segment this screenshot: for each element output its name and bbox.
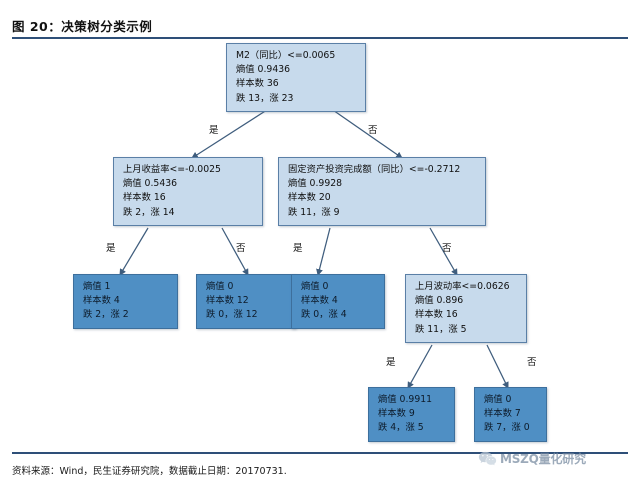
edge-left-to-leaf1 bbox=[119, 227, 149, 276]
edge-label-vol-yes: 是 bbox=[386, 357, 396, 368]
edge-label-root-yes: 是 bbox=[209, 125, 219, 136]
footer-divider bbox=[12, 452, 628, 454]
tree-leaf-4[interactable]: 熵值 0.9911 样本数 9 跌 4，涨 5 bbox=[368, 387, 455, 442]
node-counts: 跌 11，涨 5 bbox=[415, 323, 467, 335]
edge-label-root-no: 否 bbox=[368, 125, 378, 136]
tree-node-volatility[interactable]: 上月波动率<=0.0626 熵值 0.896 样本数 16 跌 11，涨 5 bbox=[405, 274, 527, 343]
watermark-text: MSZQ量化研究 bbox=[500, 452, 586, 466]
node-samples: 样本数 36 bbox=[236, 78, 279, 90]
node-condition: 上月收益率<=-0.0025 bbox=[123, 164, 221, 175]
edge-right-to-leaf3 bbox=[316, 227, 331, 276]
node-samples: 样本数 20 bbox=[288, 192, 331, 204]
tree-node-right[interactable]: 固定资产投资完成额（同比）<=-0.2712 熵值 0.9928 样本数 20 … bbox=[278, 157, 486, 226]
node-samples: 样本数 4 bbox=[301, 295, 338, 307]
node-entropy: 熵值 1 bbox=[83, 281, 111, 292]
node-samples: 样本数 9 bbox=[378, 408, 415, 420]
tree-leaf-3[interactable]: 熵值 0 样本数 4 跌 0，涨 4 bbox=[291, 274, 385, 329]
source-note: 资料来源：Wind，民生证券研究院，数据截止日期：20170731. bbox=[12, 466, 287, 477]
node-counts: 跌 11，涨 9 bbox=[288, 206, 340, 218]
node-counts: 跌 4，涨 5 bbox=[378, 422, 424, 434]
node-condition: 上月波动率<=0.0626 bbox=[415, 281, 510, 292]
edge-root-to-left bbox=[191, 107, 271, 159]
decision-tree-diagram: M2（同比）<=0.0065 熵值 0.9436 样本数 36 跌 13，涨 2… bbox=[0, 40, 640, 450]
edge-label-vol-no: 否 bbox=[527, 357, 537, 368]
tree-node-root[interactable]: M2（同比）<=0.0065 熵值 0.9436 样本数 36 跌 13，涨 2… bbox=[226, 43, 366, 112]
edge-root-to-right bbox=[329, 107, 403, 159]
tree-leaf-5[interactable]: 熵值 0 样本数 7 跌 7，涨 0 bbox=[474, 387, 547, 442]
edge-label-left-no: 否 bbox=[236, 243, 246, 254]
node-samples: 样本数 16 bbox=[415, 309, 458, 321]
edge-label-left-yes: 是 bbox=[106, 243, 116, 254]
edge-label-right-no: 否 bbox=[442, 243, 452, 254]
node-condition: 固定资产投资完成额（同比）<=-0.2712 bbox=[288, 164, 461, 175]
tree-edge-layer bbox=[119, 107, 509, 389]
node-entropy: 熵值 0.9911 bbox=[378, 394, 433, 405]
node-counts: 跌 13，涨 23 bbox=[236, 92, 294, 104]
node-entropy: 熵值 0 bbox=[206, 281, 234, 292]
node-counts: 跌 7，涨 0 bbox=[484, 422, 530, 434]
node-counts: 跌 0，涨 12 bbox=[206, 309, 258, 321]
edge-vol-to-leaf4 bbox=[407, 344, 433, 389]
edge-label-right-yes: 是 bbox=[293, 243, 303, 254]
node-entropy: 熵值 0 bbox=[301, 281, 329, 292]
tree-leaf-1[interactable]: 熵值 1 样本数 4 跌 2，涨 2 bbox=[73, 274, 178, 329]
tree-leaf-2[interactable]: 熵值 0 样本数 12 跌 0，涨 12 bbox=[196, 274, 296, 329]
edge-vol-to-leaf5 bbox=[486, 344, 509, 389]
node-entropy: 熵值 0.5436 bbox=[123, 178, 178, 190]
node-samples: 样本数 16 bbox=[123, 192, 166, 204]
node-counts: 跌 2，涨 14 bbox=[123, 206, 175, 218]
page-title: 图 20：决策树分类示例 bbox=[12, 19, 153, 34]
header-divider bbox=[12, 37, 628, 39]
node-samples: 样本数 4 bbox=[83, 295, 120, 307]
node-samples: 样本数 12 bbox=[206, 295, 249, 307]
edge-left-to-leaf2 bbox=[221, 227, 249, 276]
watermark: MSZQ量化研究 bbox=[478, 450, 586, 467]
node-entropy: 熵值 0.896 bbox=[415, 295, 464, 307]
tree-node-left[interactable]: 上月收益率<=-0.0025 熵值 0.5436 样本数 16 跌 2，涨 14 bbox=[113, 157, 263, 226]
node-entropy: 熵值 0.9436 bbox=[236, 64, 291, 76]
node-entropy: 熵值 0.9928 bbox=[288, 178, 343, 190]
node-counts: 跌 0，涨 4 bbox=[301, 309, 347, 321]
node-samples: 样本数 7 bbox=[484, 408, 521, 420]
wechat-icon bbox=[478, 451, 497, 466]
node-counts: 跌 2，涨 2 bbox=[83, 309, 129, 321]
node-entropy: 熵值 0 bbox=[484, 394, 512, 405]
node-condition: M2（同比）<=0.0065 bbox=[236, 50, 336, 61]
edge-right-to-vol bbox=[429, 227, 458, 276]
